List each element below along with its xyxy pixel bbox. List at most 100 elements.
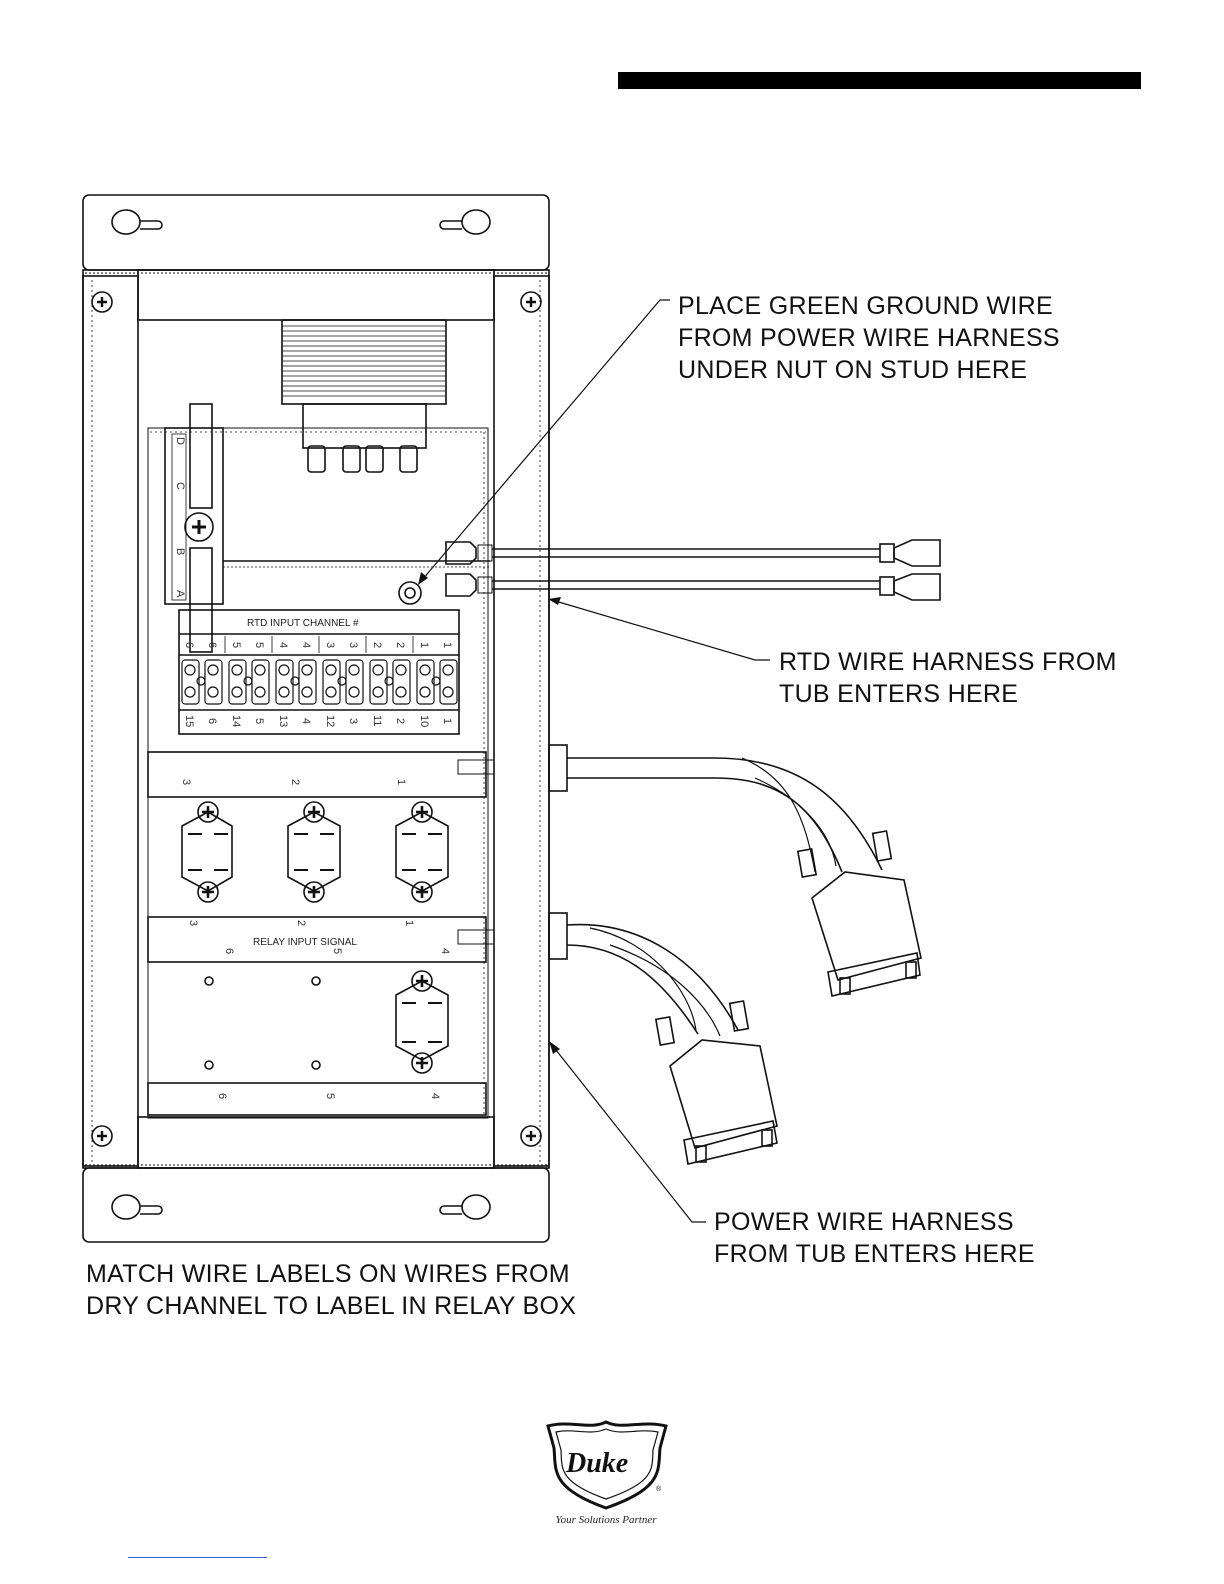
screw-br (520, 1125, 542, 1147)
svg-text:2: 2 (289, 779, 301, 785)
keyhole-br (439, 1194, 491, 1220)
signal-harness-2 (566, 923, 778, 1165)
screw-bl (91, 1125, 113, 1147)
connector-2 (457, 929, 495, 945)
brand-tagline: Your Solutions Partner (555, 1514, 657, 1526)
callout-ground-line3: UNDER NUT ON STUD HERE (678, 356, 1028, 384)
svg-text:3: 3 (347, 642, 359, 648)
svg-text:6: 6 (223, 948, 235, 954)
connector-1 (457, 759, 495, 775)
svg-text:4: 4 (439, 948, 451, 954)
top-cross-plate (137, 269, 495, 321)
terminal-top-numbers: 6 6 5 5 4 4 3 3 2 2 1 1 (183, 642, 453, 648)
duke-logo: Duke ® (546, 1420, 668, 1510)
relay-strip-3 (147, 1082, 487, 1116)
signal-harness-1 (567, 757, 922, 997)
right-rail (493, 275, 550, 1167)
relay-2-4 (395, 970, 449, 1074)
leader-lines (421, 299, 770, 1223)
keyhole-tr (439, 209, 491, 235)
keyhole-bl (111, 1194, 163, 1220)
svg-text:1: 1 (403, 920, 415, 926)
svg-text:5: 5 (230, 642, 242, 648)
header-bar (618, 72, 1141, 89)
svg-text:2: 2 (371, 642, 383, 648)
callout-ground-line2: FROM POWER WIRE HARNESS (678, 324, 1060, 352)
relay-strip-2 (147, 916, 487, 963)
svg-text:4: 4 (429, 1093, 441, 1099)
svg-text:6: 6 (216, 1093, 228, 1099)
leader-arrows (418, 572, 561, 1054)
svg-text:C: C (174, 482, 186, 490)
left-rail (82, 275, 139, 1167)
svg-text:4: 4 (277, 642, 289, 648)
svg-text:2: 2 (295, 920, 307, 926)
relay-input-label: RELAY INPUT SIGNAL (253, 937, 357, 948)
callout-rtd-line1: RTD WIRE HARNESS FROM (779, 648, 1117, 676)
grommet-1 (548, 744, 568, 792)
transformer (281, 319, 447, 473)
breaker-block (164, 403, 490, 653)
bottom-cross-plate (137, 1116, 495, 1169)
svg-text:5: 5 (253, 642, 265, 648)
svg-text:2: 2 (394, 718, 406, 724)
svg-text:1: 1 (395, 779, 407, 785)
svg-text:B: B (174, 548, 186, 555)
callout-power-harness: POWER WIRE HARNESS FROM TUB ENTERS HERE (714, 1206, 1035, 1270)
svg-text:3: 3 (180, 779, 192, 785)
svg-text:5: 5 (324, 1093, 336, 1099)
svg-text:5: 5 (253, 718, 265, 724)
top-flange (82, 194, 550, 271)
callout-power-line1: POWER WIRE HARNESS (714, 1208, 1014, 1236)
svg-text:6: 6 (206, 642, 218, 648)
svg-text:12: 12 (324, 715, 336, 727)
relay-strip-1 (147, 751, 487, 798)
svg-text:1: 1 (441, 718, 453, 724)
callout-match-labels: MATCH WIRE LABELS ON WIRES FROM DRY CHAN… (86, 1258, 576, 1322)
svg-text:A: A (174, 590, 186, 598)
svg-text:®: ® (656, 1485, 662, 1493)
bottom-flange (82, 1167, 550, 1243)
svg-text:15: 15 (183, 715, 195, 727)
svg-text:3: 3 (347, 718, 359, 724)
terminal-bottom-numbers: 15 6 14 5 13 4 12 3 11 2 10 1 (183, 715, 453, 727)
svg-text:10: 10 (418, 715, 430, 727)
callout-ground-line1: PLACE GREEN GROUND WIRE (678, 292, 1054, 320)
svg-text:11: 11 (371, 715, 383, 726)
callout-rtd-line2: TUB ENTERS HERE (779, 680, 1019, 708)
relay-row1-numbers: 3 2 1 (180, 779, 407, 785)
grommet-2 (548, 912, 568, 960)
screw-tr (520, 291, 542, 313)
svg-text:4: 4 (300, 642, 312, 648)
callout-power-line2: FROM TUB ENTERS HERE (714, 1240, 1035, 1268)
relay-1-3 (181, 801, 233, 903)
svg-text:4: 4 (300, 718, 312, 724)
svg-text:1: 1 (418, 642, 430, 648)
svg-text:3: 3 (324, 642, 336, 648)
relay-1-2 (287, 801, 341, 903)
logo-wordmark: Duke (565, 1448, 628, 1479)
svg-text:14: 14 (230, 715, 242, 727)
keyhole-tl (111, 209, 163, 235)
callout-ground-wire: PLACE GREEN GROUND WIRE FROM POWER WIRE … (678, 290, 1060, 386)
screw-tl (91, 291, 113, 313)
svg-text:6: 6 (206, 718, 218, 724)
callout-match-line1: MATCH WIRE LABELS ON WIRES FROM (86, 1260, 570, 1288)
relay-row2-numbers: 3 2 1 6 5 4 (187, 920, 451, 954)
svg-text:2: 2 (394, 642, 406, 648)
svg-text:5: 5 (331, 948, 343, 954)
rtd-harness (445, 539, 941, 601)
svg-text:1: 1 (441, 642, 453, 648)
relay-1-1 (395, 801, 449, 903)
rtd-terminal-block (178, 609, 460, 735)
ground-stud (398, 581, 422, 605)
callout-rtd-harness: RTD WIRE HARNESS FROM TUB ENTERS HERE (779, 646, 1117, 710)
svg-text:3: 3 (187, 920, 199, 926)
breaker-letters: D C B A (174, 437, 186, 598)
svg-text:6: 6 (183, 642, 195, 648)
footer-rule (128, 1557, 267, 1558)
svg-text:D: D (174, 437, 186, 445)
callout-match-line2: DRY CHANNEL TO LABEL IN RELAY BOX (86, 1292, 577, 1320)
